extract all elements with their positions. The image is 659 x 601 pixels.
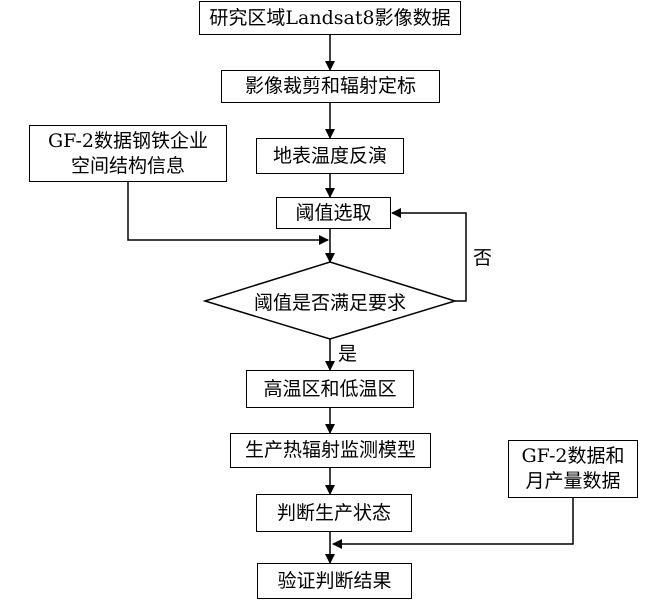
node-threshold-check-label: 阈值是否满足要求 xyxy=(253,291,406,314)
node-gf2-steel-info: GF-2数据钢铁企业 空间结构信息 xyxy=(29,125,227,182)
node-study-area: 研究区域Landsat8影像数据 xyxy=(199,1,461,35)
node-high-low-zone-label: 高温区和低温区 xyxy=(263,377,397,400)
decision-diamond xyxy=(202,261,458,340)
node-clip-calibrate-label: 影像裁剪和辐射定标 xyxy=(244,75,416,98)
node-judge-state-label: 判断生产状态 xyxy=(276,501,391,524)
node-threshold-select: 阈值选取 xyxy=(276,197,391,229)
node-lst-inversion: 地表温度反演 xyxy=(256,138,404,174)
edge-label-no: 否 xyxy=(473,247,493,269)
arrow-gf2-steel-to-flow xyxy=(127,181,329,245)
node-lst-inversion-label: 地表温度反演 xyxy=(272,144,387,167)
node-gf2-output-line2: 月产量数据 xyxy=(525,470,621,492)
arrow-gf2-output-to-flow xyxy=(332,498,574,549)
arrow-check-no-loop xyxy=(391,208,467,302)
edge-label-yes: 是 xyxy=(338,343,358,365)
node-thermal-model-label: 生产热辐射监测模型 xyxy=(244,439,416,462)
node-gf2-output-line1: GF-2数据和 xyxy=(521,445,625,468)
node-verify-result-label: 验证判断结果 xyxy=(277,569,392,592)
node-gf2-output-data: GF-2数据和 月产量数据 xyxy=(508,440,638,498)
node-gf2-steel-line2: 空间结构信息 xyxy=(70,154,185,177)
node-high-low-zone: 高温区和低温区 xyxy=(246,370,414,408)
node-clip-calibrate: 影像裁剪和辐射定标 xyxy=(221,70,440,103)
node-gf2-steel-line1: GF-2数据钢铁企业 xyxy=(47,129,209,152)
node-thermal-model: 生产热辐射监测模型 xyxy=(230,433,431,468)
node-threshold-select-label: 阈值选取 xyxy=(295,201,372,224)
node-judge-state: 判断生产状态 xyxy=(256,494,412,532)
node-verify-result: 验证判断结果 xyxy=(257,563,412,599)
node-study-area-label: 研究区域Landsat8影像数据 xyxy=(209,6,451,29)
